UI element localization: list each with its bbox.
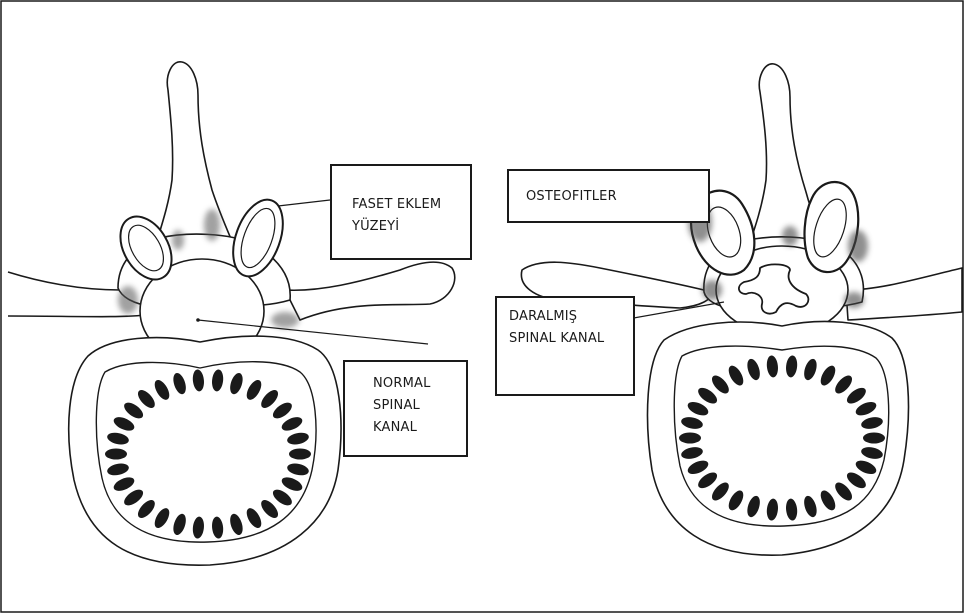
narrowed-canal-line-2: SPINAL KANAL xyxy=(509,328,633,350)
narrowed-canal-line-1: DARALMIŞ xyxy=(509,306,633,328)
normal-canal-pointer-dot xyxy=(196,318,200,322)
right-vertebral-body-inner xyxy=(674,346,888,526)
normal-vertebra xyxy=(8,62,455,565)
normal-canal-label: NORMAL SPINAL KANAL xyxy=(343,360,468,457)
osteophytes-line-1: OSTEOFITLER xyxy=(526,186,708,208)
trabecular-mark xyxy=(863,433,885,444)
normal-canal-line-3: KANAL xyxy=(373,417,466,439)
leader-faset xyxy=(278,200,330,206)
trabecular-mark xyxy=(289,449,311,460)
osteophytes-label: OSTEOFITLER xyxy=(507,169,710,223)
normal-canal-line-2: SPINAL xyxy=(373,395,466,417)
trabecular-mark xyxy=(679,433,701,444)
facet-surface-label: FASET EKLEM YÜZEYİ xyxy=(330,164,472,260)
trabecular-mark xyxy=(105,449,127,460)
normal-canal-line-1: NORMAL xyxy=(373,373,466,395)
narrowed-canal-label: DARALMIŞ SPINAL KANAL xyxy=(495,296,635,396)
spinous-process xyxy=(152,62,238,261)
facet-surface-line-1: FASET EKLEM xyxy=(352,194,470,216)
vertebral-body-inner xyxy=(96,362,316,542)
facet-surface-line-2: YÜZEYİ xyxy=(352,216,470,238)
right-transverse-process xyxy=(285,262,455,320)
